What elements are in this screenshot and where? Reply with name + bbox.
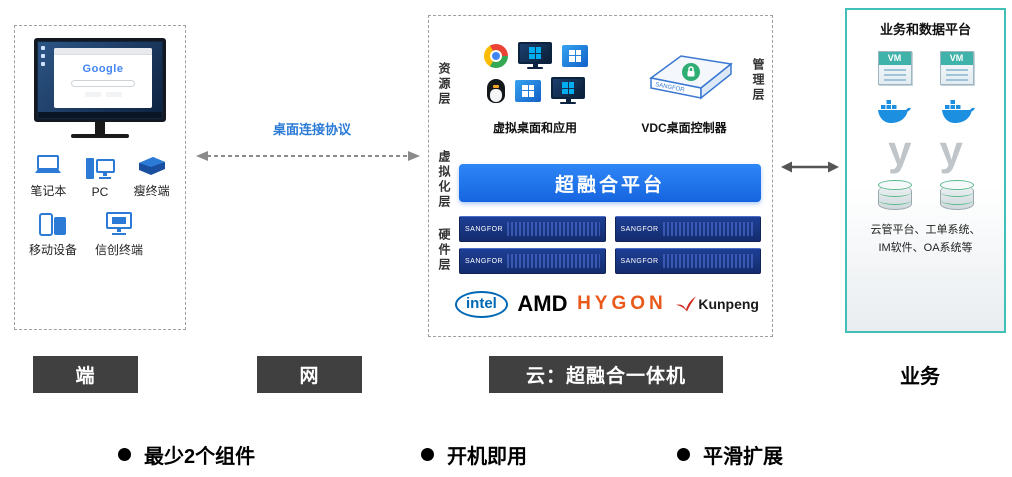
device-thin-client: 瘦终端 <box>134 154 170 199</box>
feature-bullet-min-components: 最少2个组件 <box>118 440 255 469</box>
bullet-dot-icon <box>421 448 434 461</box>
lock-icon <box>687 71 695 77</box>
linux-icon <box>487 78 505 103</box>
google-logo-text: Google <box>82 63 124 75</box>
management-layer-label: 管理层 <box>751 58 765 103</box>
server-grid: SANGFOR SANGFOR SANGFOR SANGFOR <box>459 216 761 274</box>
solid-double-arrow <box>781 161 839 173</box>
device-label: 信创终端 <box>95 243 144 257</box>
laptop-icon <box>35 155 62 173</box>
feature-bullet-smooth-expansion: 平滑扩展 <box>677 440 783 469</box>
intel-logo: intel <box>455 290 508 318</box>
device-label: 移动设备 <box>29 243 78 257</box>
cloud-panel: 资源层 管理层 虚拟化层 硬件层 <box>428 15 773 337</box>
vdc-controller-label: VDC桌面控制器 <box>641 121 727 135</box>
server-appliance: SANGFOR <box>614 216 761 242</box>
y-software-logo: y <box>939 127 963 174</box>
server-brand: SANGFOR <box>620 225 659 233</box>
virtual-desktop-icons <box>463 42 609 112</box>
dashed-double-arrow <box>196 151 420 161</box>
device-xinchuang: 信创终端 <box>95 211 143 258</box>
bullet-dot-icon <box>677 448 690 461</box>
vdc-controller: SANGFOR <box>641 48 737 115</box>
vm-icon: VM <box>877 51 912 85</box>
desktop-monitor: Google <box>34 38 166 138</box>
chrome-icon <box>484 43 508 68</box>
cpu-vendor-logos: intel AMD HYGON Kunpeng <box>451 284 763 324</box>
device-label: PC <box>91 185 109 199</box>
vdc-brand-text: SANGFOR <box>655 82 686 94</box>
pc-icon <box>86 158 115 179</box>
windows-app-icon <box>562 44 588 67</box>
hygon-logo: HYGON <box>577 293 667 314</box>
business-platform-title: 业务和数据平台 <box>879 22 971 37</box>
device-label: 笔记本 <box>30 184 67 198</box>
label-network: 网 <box>257 356 362 393</box>
terminal-panel: Google 笔记本 <box>14 25 186 330</box>
bullet-dot-icon <box>118 448 131 461</box>
hci-platform-bar: 超融合平台 <box>459 164 761 202</box>
label-cloud-hci: 云：超融合一体机 <box>489 356 723 393</box>
mobile-devices-icon <box>39 213 66 236</box>
device-laptop: 笔记本 <box>30 154 66 199</box>
xinchuang-terminal-icon <box>106 212 133 235</box>
vm-icon: VM <box>939 51 974 85</box>
kunpeng-logo: Kunpeng <box>676 296 759 312</box>
search-box <box>71 80 135 87</box>
virtualization-layer-label: 虚拟化层 <box>437 150 451 210</box>
server-brand: SANGFOR <box>465 225 504 233</box>
device-pc: PC <box>85 157 115 199</box>
thin-client-icon <box>138 157 165 175</box>
server-appliance: SANGFOR <box>459 216 606 242</box>
business-platform-panel: 业务和数据平台 VM VM <box>845 8 1006 333</box>
desktop-icons <box>41 46 45 66</box>
virtual-desktop-label: 虚拟桌面和应用 <box>492 121 577 135</box>
device-label: 瘦终端 <box>133 184 170 198</box>
server-appliance: SANGFOR <box>614 248 761 274</box>
windows-desktop-icon <box>551 77 585 104</box>
database-icon <box>877 180 912 210</box>
windows-app-icon <box>515 79 541 102</box>
protocol-label: 桌面连接协议 <box>272 122 351 137</box>
feature-bullet-ready-to-use: 开机即用 <box>421 440 527 469</box>
label-business: 业务 <box>900 366 940 388</box>
label-terminal: 端 <box>33 356 138 393</box>
database-icon <box>939 180 974 210</box>
docker-icon <box>877 100 911 123</box>
business-services-text: 云管平台、工单系统、 IM软件、OA系统等 <box>870 224 981 254</box>
server-brand: SANGFOR <box>620 257 659 265</box>
resource-layer-label: 资源层 <box>437 62 451 107</box>
device-mobile: 移动设备 <box>29 211 77 258</box>
monitor-screen: Google <box>34 38 166 122</box>
server-appliance: SANGFOR <box>459 248 606 274</box>
docker-icon <box>941 100 975 123</box>
taskbar <box>38 112 162 118</box>
browser-window: Google <box>54 48 152 108</box>
windows-desktop-icon <box>518 42 552 69</box>
amd-logo: AMD <box>517 291 568 316</box>
server-brand: SANGFOR <box>465 257 504 265</box>
kunpeng-wing-icon <box>676 296 697 312</box>
hardware-layer-label: 硬件层 <box>437 228 451 273</box>
y-software-logo: y <box>888 127 912 174</box>
